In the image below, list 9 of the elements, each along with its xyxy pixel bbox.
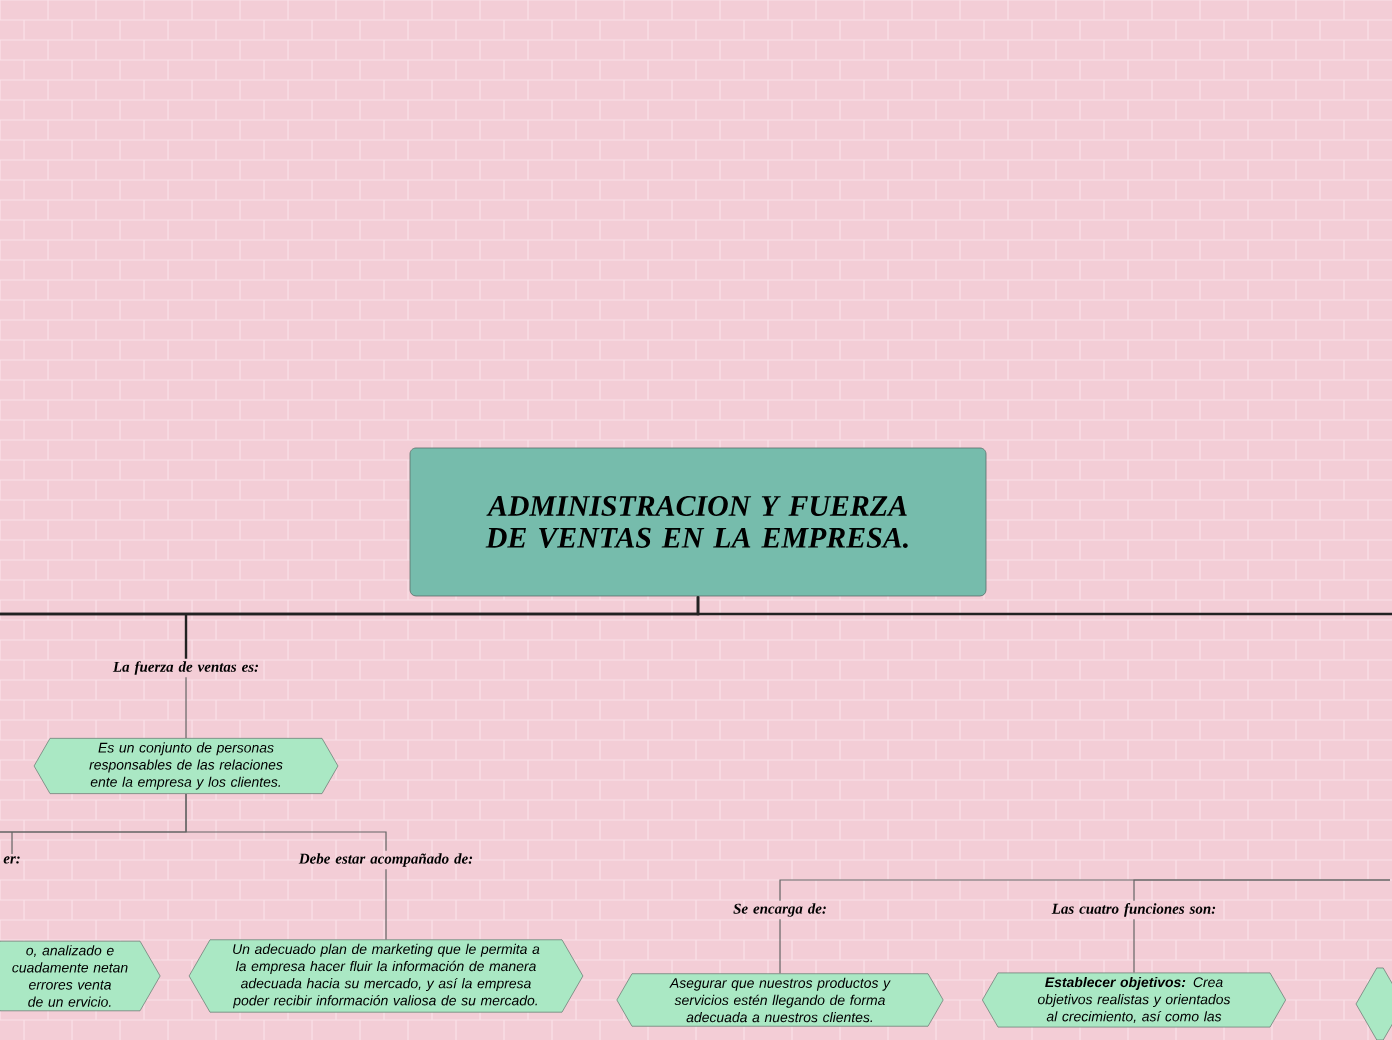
connector-line: [1133, 879, 1391, 902]
title-box: ADMINISTRACION Y FUERZA DE VENTAS EN LA EMPRESA.: [409, 447, 987, 597]
connector-line: [0, 793, 387, 852]
connector-line: [385, 868, 387, 940]
hexagon-box: [1355, 967, 1392, 1040]
connector-line: [779, 918, 781, 974]
connector-line: [185, 676, 187, 739]
connector-line: [0, 596, 700, 659]
connector-line: [1133, 918, 1135, 974]
